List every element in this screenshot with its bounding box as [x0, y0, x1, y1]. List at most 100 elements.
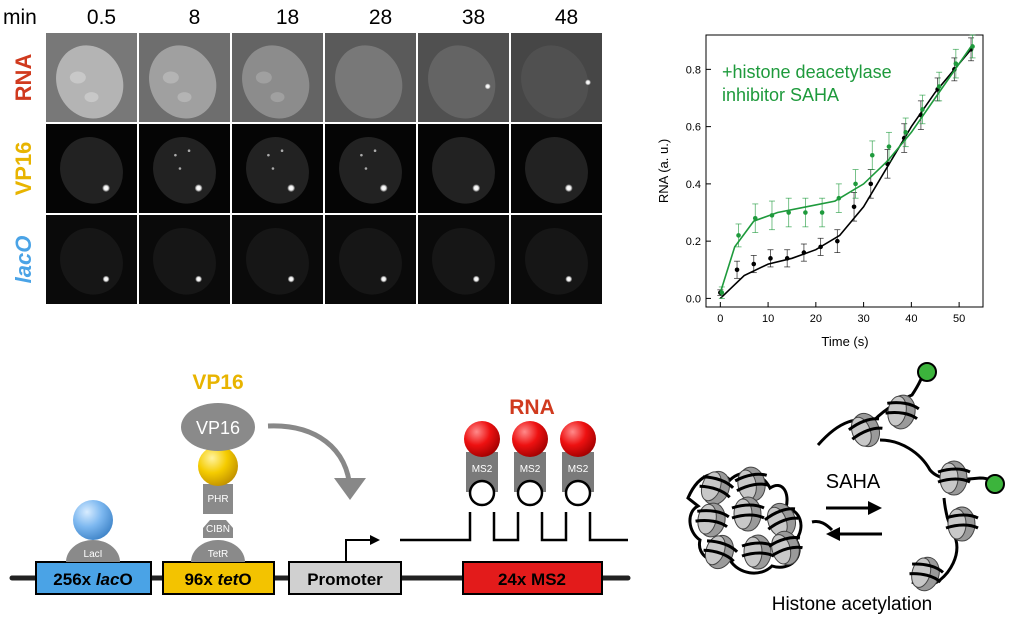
- time-header: 8: [189, 6, 201, 29]
- vp16-yellow-ball: [198, 446, 238, 486]
- time-header: 38: [462, 6, 485, 29]
- micrograph-tile: [46, 215, 137, 304]
- micrograph-tile: [139, 215, 230, 304]
- time-unit-label: min: [3, 6, 37, 29]
- micrograph-tile: [325, 215, 416, 304]
- vp16-title: VP16: [192, 371, 243, 394]
- acetylation-caption: Histone acetylation: [772, 594, 933, 615]
- mcp-red-ball: [560, 421, 596, 457]
- nucleosome: [937, 460, 971, 496]
- data-point: [886, 144, 892, 149]
- time-header: 28: [369, 6, 392, 29]
- micrograph-tile: [511, 33, 602, 122]
- micrograph-tile: [139, 33, 230, 122]
- laci-protein: [66, 540, 120, 562]
- data-point: [903, 130, 908, 135]
- micrograph-tile: [232, 124, 323, 213]
- micrograph-tile: [511, 215, 602, 304]
- rna-transcript: [400, 512, 628, 542]
- cibn-label: CIBN: [206, 524, 230, 535]
- y-tick-label: 0.2: [686, 236, 701, 248]
- micrograph-tile: [325, 124, 416, 213]
- chart-frame: [705, 34, 984, 308]
- activation-arrowhead: [334, 478, 366, 500]
- x-tick-label: 0: [717, 313, 723, 325]
- data-point: [836, 195, 842, 201]
- data-point: [819, 210, 825, 215]
- channel-label: lacO: [11, 236, 36, 284]
- ms2-label: MS2: [472, 464, 493, 475]
- data-point: [936, 84, 942, 89]
- reverse-arrow: [826, 527, 882, 541]
- laci-label: LacI: [84, 549, 103, 560]
- tetr-label: TetR: [208, 549, 229, 560]
- micrograph-tile: [46, 124, 137, 213]
- nucleosome: [847, 412, 883, 448]
- ms2-array-label: 24x MS2: [498, 570, 566, 589]
- time-header: 18: [276, 6, 299, 29]
- time-header: 0.5: [87, 6, 116, 29]
- series-control: [717, 37, 975, 299]
- nucleosome: [885, 394, 920, 430]
- x-tick-label: 10: [762, 313, 774, 325]
- x-tick-label: 20: [810, 313, 822, 325]
- series-saha: [718, 34, 976, 299]
- gene-construct-diagram: 256x lacO 96x tetO Promoter 24x MS2 LacI…: [9, 371, 631, 595]
- vp16-domain-label: VP16: [196, 418, 240, 438]
- open-chromatin: [816, 362, 1005, 592]
- ms2-label: MS2: [520, 464, 541, 475]
- data-point: [751, 261, 757, 267]
- data-point: [818, 244, 823, 250]
- nucleosome: [763, 502, 799, 538]
- fit-line: [719, 46, 972, 293]
- data-point: [851, 204, 857, 210]
- nucleosome: [703, 534, 739, 570]
- data-point: [869, 152, 875, 158]
- ms2-stem-loop: MS2: [464, 421, 500, 507]
- teto-array-label: 96x tetO: [184, 570, 251, 589]
- micrograph-tile: [418, 33, 509, 122]
- chart-ylabel: RNA (a. u.): [656, 139, 671, 203]
- data-point: [734, 267, 740, 273]
- mcp-red-ball: [464, 421, 500, 457]
- nucleosome: [695, 502, 730, 538]
- y-tick-label: 0.8: [686, 64, 701, 76]
- channel-label: RNA: [11, 54, 36, 102]
- acetyl-mark-icon: [985, 474, 1005, 494]
- data-point: [752, 215, 758, 221]
- x-tick-label: 30: [857, 313, 869, 325]
- chart-annotation-line2: inhibitor SAHA: [722, 85, 839, 105]
- rna-kinetics-chart: RNA (a. u.) Time (s) +histone deacetylas…: [656, 34, 984, 349]
- laco-array-label: 256x lacO: [53, 570, 132, 589]
- acetyl-mark-icon: [917, 362, 937, 382]
- data-point: [768, 256, 773, 261]
- data-point: [835, 238, 840, 244]
- chart-xlabel: Time (s): [821, 334, 868, 349]
- nucleosome: [945, 506, 979, 542]
- phr-label: PHR: [207, 494, 228, 505]
- ms2-stem-loop: MS2: [512, 421, 548, 507]
- micrograph-tile: [232, 33, 323, 122]
- micrograph-tile: [418, 215, 509, 304]
- data-point: [719, 290, 725, 295]
- vp16-domain: [181, 403, 255, 451]
- micrograph-tile: [325, 33, 416, 122]
- promoter-box: [288, 561, 402, 595]
- data-point: [920, 107, 925, 112]
- tetr-protein: [191, 540, 245, 562]
- data-point: [801, 250, 807, 255]
- channel-label: VP16: [11, 142, 36, 196]
- ms2-stem-loop: MS2: [560, 421, 596, 507]
- chart-annotation-line1: +histone deacetylase: [722, 62, 892, 82]
- forward-arrow: [826, 501, 882, 515]
- saha-label: SAHA: [826, 471, 881, 493]
- teto-array-box: [162, 561, 275, 595]
- micrograph-tile: [511, 124, 602, 213]
- compact-chromatin: [686, 466, 834, 575]
- data-point: [784, 256, 790, 261]
- phr-domain: [203, 484, 233, 514]
- nucleosome: [741, 534, 775, 570]
- micrograph-tile: [139, 124, 230, 213]
- data-point: [953, 61, 959, 66]
- ms2-label: MS2: [568, 464, 589, 475]
